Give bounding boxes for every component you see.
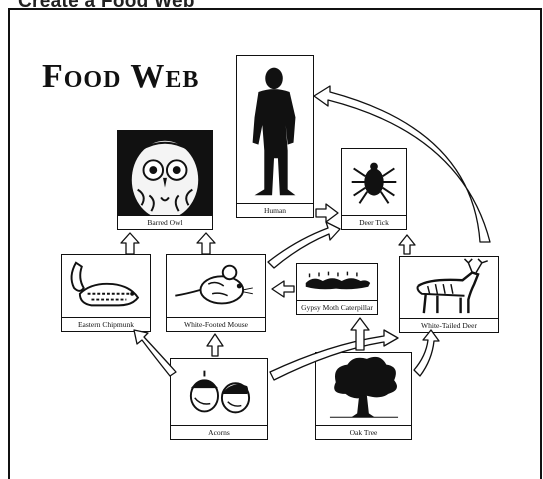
acorn-icon bbox=[171, 359, 267, 425]
caterpillar-icon bbox=[297, 264, 377, 300]
mouse-icon bbox=[167, 255, 265, 317]
card-white-footed-mouse: White-Footed Mouse bbox=[166, 254, 266, 332]
card-gypsy-moth-caterpillar: Gypsy Moth Caterpillar bbox=[296, 263, 378, 315]
page-title: Food Web bbox=[42, 58, 200, 95]
card-deer-tick: Deer Tick bbox=[341, 148, 407, 230]
card-white-tailed-deer: White-Tailed Deer bbox=[399, 256, 499, 333]
card-barred-owl: Barred Owl bbox=[117, 130, 213, 230]
card-oak-tree: Oak Tree bbox=[315, 352, 412, 440]
chipmunk-icon bbox=[62, 255, 150, 317]
card-label: Barred Owl bbox=[118, 215, 212, 229]
card-acorns: Acorns bbox=[170, 358, 268, 440]
card-label: Deer Tick bbox=[342, 215, 406, 229]
card-label: Oak Tree bbox=[316, 425, 411, 439]
card-label: Eastern Chipmunk bbox=[62, 317, 150, 331]
worksheet-frame bbox=[8, 8, 542, 479]
card-label: Acorns bbox=[171, 425, 267, 439]
deer-icon bbox=[400, 257, 498, 318]
human-silhouette-icon bbox=[237, 56, 313, 203]
tree-icon bbox=[316, 353, 411, 425]
tick-icon bbox=[342, 149, 406, 215]
card-human: Human bbox=[236, 55, 314, 218]
owl-icon bbox=[118, 131, 212, 215]
card-label: Human bbox=[237, 203, 313, 217]
card-label: White-Tailed Deer bbox=[400, 318, 498, 332]
card-label: White-Footed Mouse bbox=[167, 317, 265, 331]
card-eastern-chipmunk: Eastern Chipmunk bbox=[61, 254, 151, 332]
card-label: Gypsy Moth Caterpillar bbox=[297, 300, 377, 314]
